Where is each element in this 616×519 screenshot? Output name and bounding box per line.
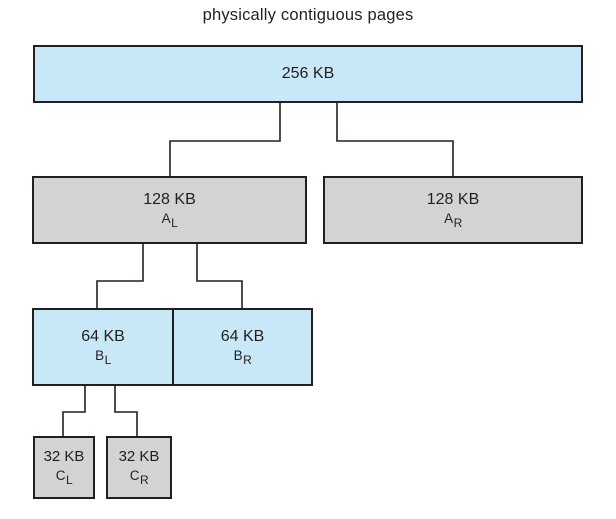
node-name-label: BR bbox=[234, 348, 252, 368]
node-name-label: AR bbox=[444, 211, 462, 231]
node-size-label: 64 KB bbox=[220, 327, 265, 345]
node-64kb-bl: 64 KB BL bbox=[34, 310, 174, 384]
node-size-label: 256 KB bbox=[281, 65, 335, 82]
label-subscript: R bbox=[140, 473, 149, 488]
label-base: B bbox=[95, 347, 105, 363]
node-128kb-ar: 128 KB AR bbox=[323, 176, 583, 244]
connector-root-to-ar bbox=[336, 103, 454, 176]
node-32kb-cr: 32 KB CR bbox=[106, 436, 172, 499]
node-size-label: 128 KB bbox=[426, 190, 480, 208]
label-subscript: R bbox=[243, 353, 252, 368]
label-base: B bbox=[233, 347, 243, 363]
connector-al-to-bl bbox=[96, 244, 144, 308]
label-subscript: L bbox=[104, 353, 112, 368]
node-size-label: 32 KB bbox=[43, 447, 85, 465]
diagram-title: physically contiguous pages bbox=[202, 6, 414, 24]
node-name-label: AL bbox=[162, 211, 178, 231]
node-name-label: CL bbox=[55, 467, 73, 488]
label-subscript: R bbox=[453, 216, 463, 231]
label-base: A bbox=[444, 210, 454, 226]
node-size-label: 128 KB bbox=[143, 190, 196, 208]
node-64kb-br: 64 KB BR bbox=[174, 310, 311, 384]
node-128kb-al: 128 KB AL bbox=[32, 176, 307, 244]
label-subscript: L bbox=[66, 473, 73, 488]
label-subscript: L bbox=[171, 216, 178, 231]
label-base: C bbox=[129, 467, 140, 483]
node-size-label: 32 KB bbox=[118, 447, 160, 465]
connector-bl-to-cr bbox=[114, 386, 138, 436]
node-32kb-cl: 32 KB CL bbox=[33, 436, 95, 499]
connector-bl-to-cl bbox=[62, 386, 86, 436]
node-256kb: 256 KB bbox=[33, 45, 583, 103]
label-base: A bbox=[161, 210, 171, 226]
node-name-label: BL bbox=[95, 348, 111, 368]
node-name-label: CR bbox=[129, 467, 149, 488]
label-base: C bbox=[55, 467, 66, 483]
node-size-label: 64 KB bbox=[81, 327, 125, 345]
node-64kb-pair: 64 KB BL 64 KB BR bbox=[32, 308, 313, 386]
connector-al-to-br bbox=[196, 244, 243, 308]
connector-root-to-al bbox=[169, 103, 281, 176]
